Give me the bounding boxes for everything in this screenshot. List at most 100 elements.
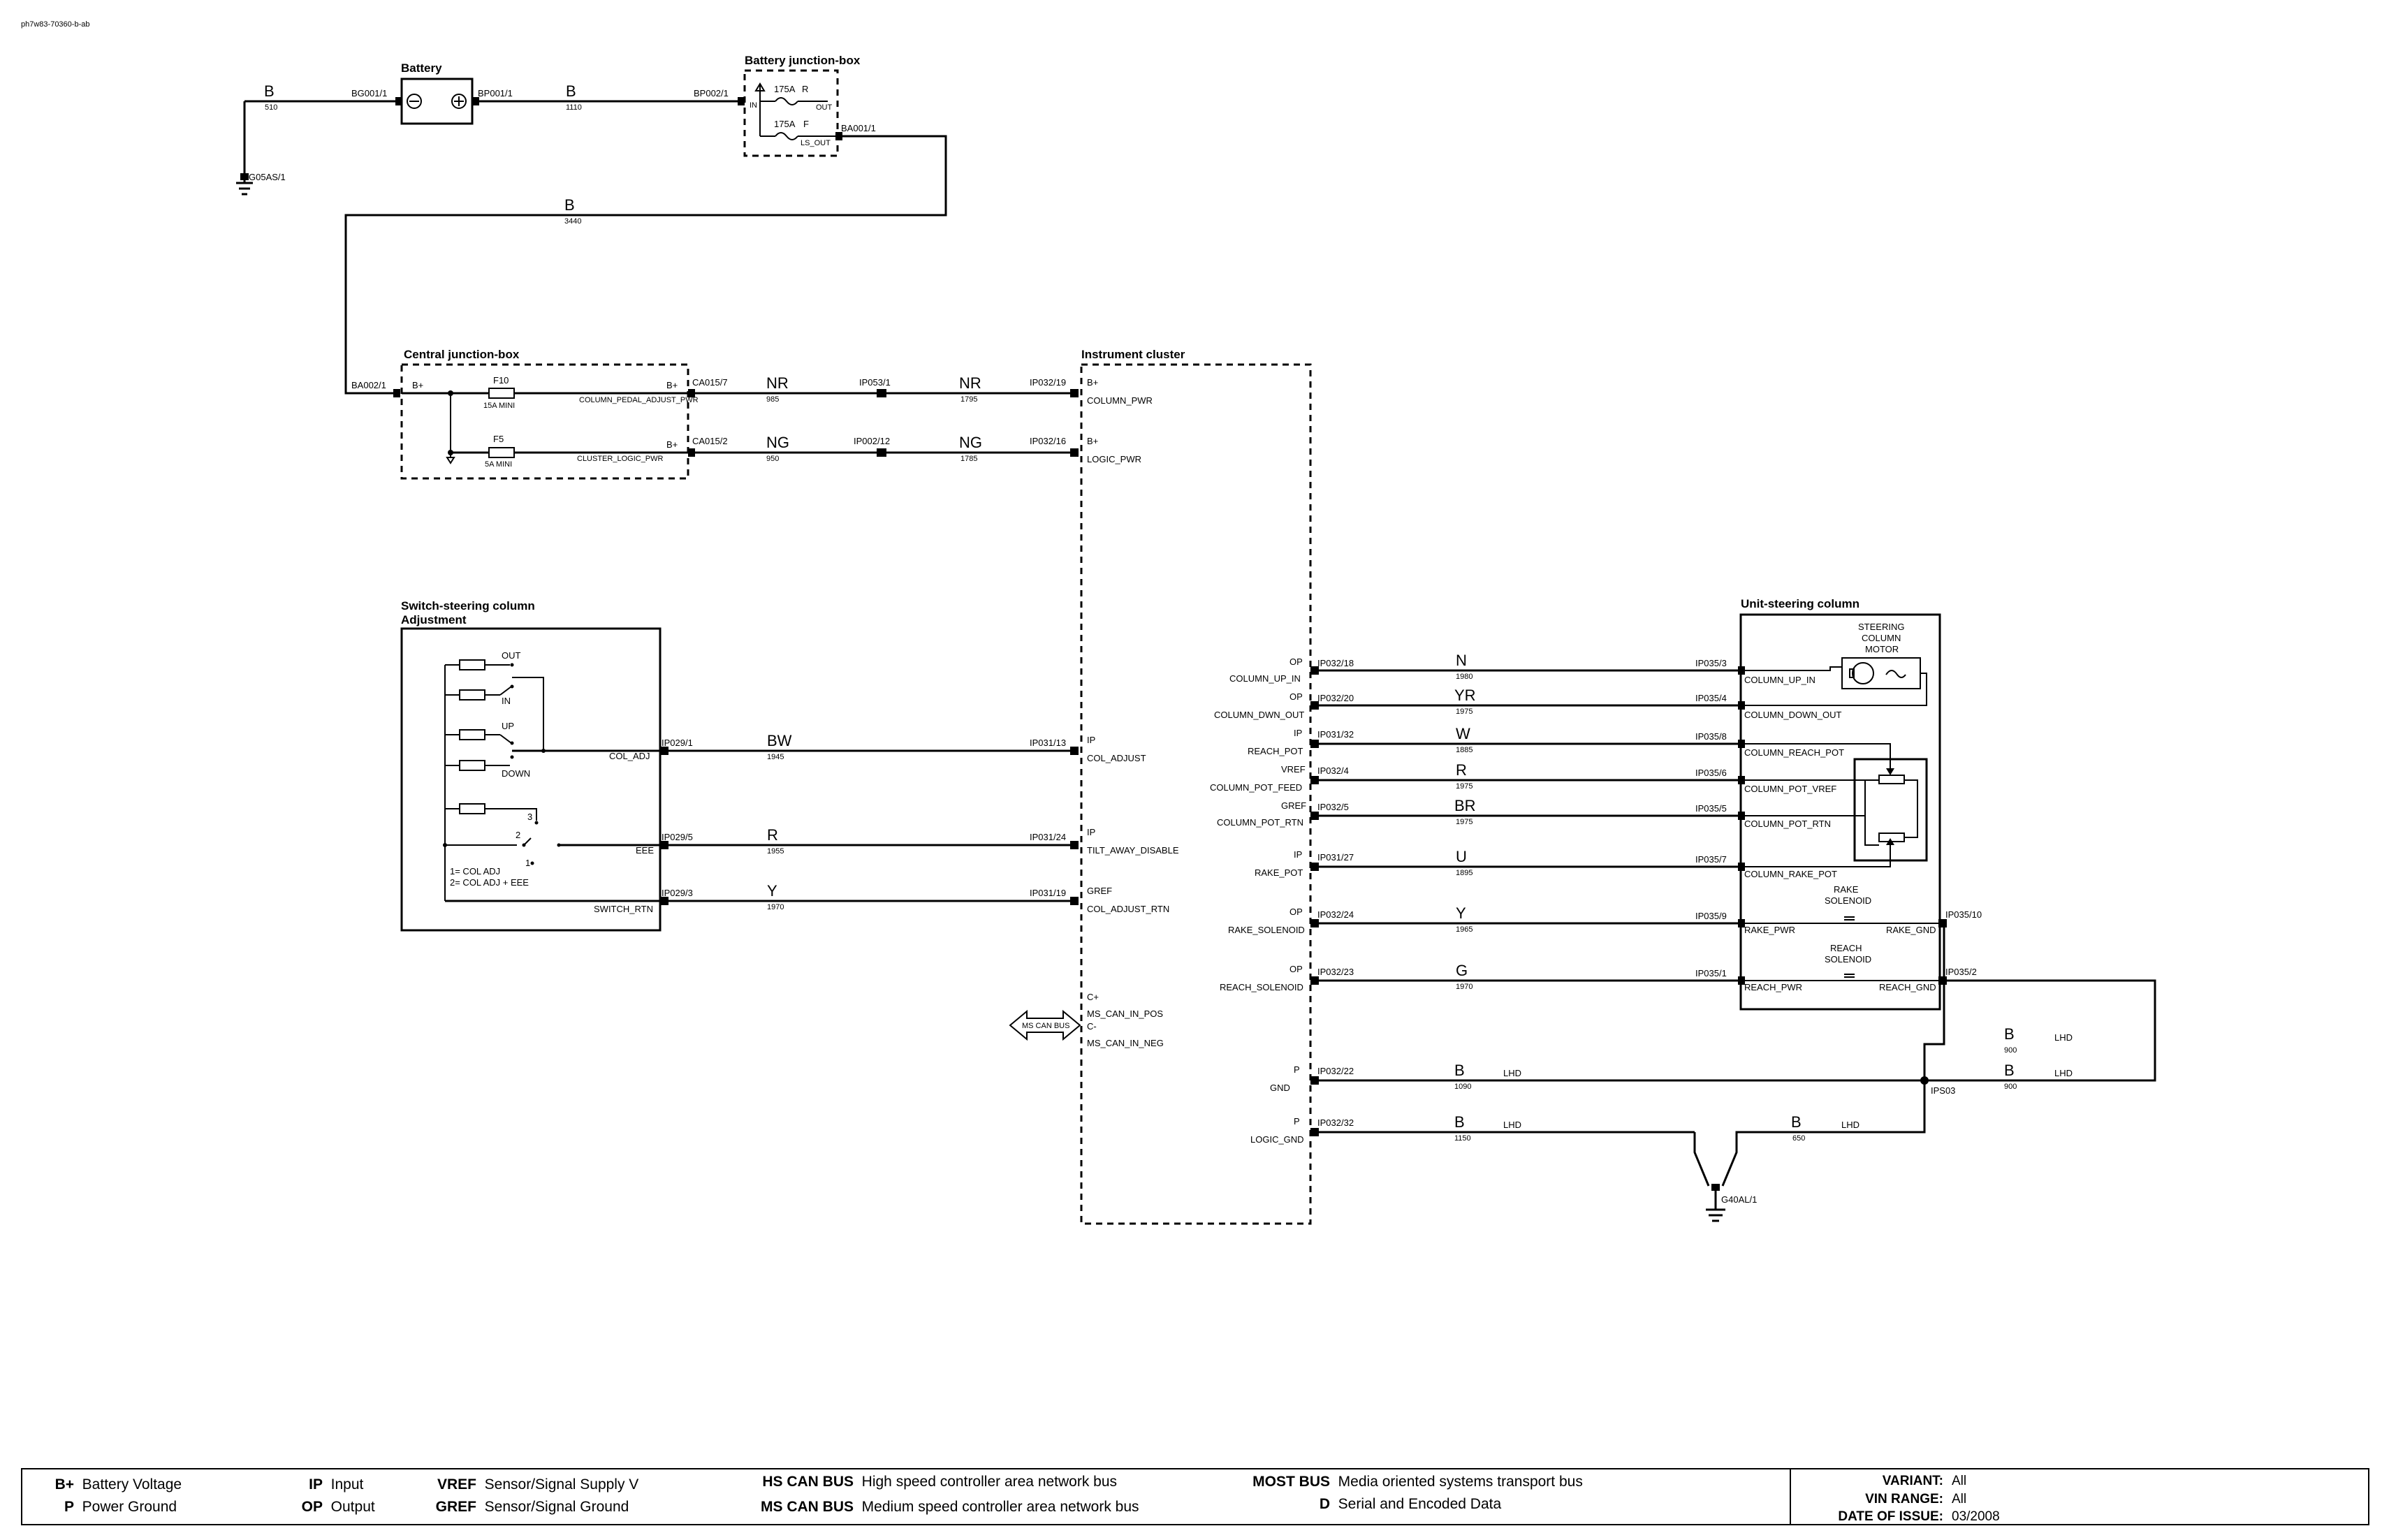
wire-color: U <box>1456 848 1467 865</box>
connector-label: IP035/7 <box>1695 854 1727 865</box>
wire-color: R <box>1456 761 1467 779</box>
connector-label: BA001/1 <box>841 123 876 133</box>
svg-text:LHD: LHD <box>1503 1120 1521 1130</box>
svg-text:LHD: LHD <box>2054 1032 2073 1043</box>
wire-color: B <box>1791 1113 1802 1131</box>
svg-text:GREF: GREF <box>1087 886 1112 896</box>
svg-text:LOGIC_GND: LOGIC_GND <box>1250 1134 1304 1145</box>
connector-label: IP035/10 <box>1945 909 1982 920</box>
wire-number: 510 <box>265 103 277 112</box>
svg-text:COLUMN_DOWN_OUT: COLUMN_DOWN_OUT <box>1744 710 1841 720</box>
ms-can-bus-arrow <box>1009 1009 1081 1041</box>
svg-text:RAKE_PWR: RAKE_PWR <box>1744 925 1795 935</box>
connector-label: BA002/1 <box>351 380 386 390</box>
legend-item: VREF Sensor/Signal Supply V <box>437 1476 639 1493</box>
wire-color: YR <box>1454 687 1476 704</box>
svg-text:OUT: OUT <box>816 103 833 112</box>
svg-text:P: P <box>1294 1064 1300 1075</box>
wire-number: 1785 <box>960 455 977 463</box>
wire-number: 950 <box>766 455 779 463</box>
connector-label: IP035/5 <box>1695 803 1727 814</box>
svg-text:F10: F10 <box>493 375 509 386</box>
svg-text:RAKE_POT: RAKE_POT <box>1255 867 1303 878</box>
wire-number: 1090 <box>1454 1083 1471 1091</box>
switch-wires: IP029/1 BW 1945 IP031/13 IP029/5 R 1955 … <box>662 732 1079 911</box>
svg-text:GREF: GREF <box>1281 800 1306 811</box>
svg-text:OP: OP <box>1289 657 1303 667</box>
connector-label: BP001/1 <box>478 88 513 98</box>
svg-text:IP: IP <box>1087 827 1095 837</box>
wire-number: 1975 <box>1456 782 1473 791</box>
svg-text:LHD: LHD <box>1841 1120 1859 1130</box>
legend-item: HS CAN BUS High speed controller area ne… <box>762 1474 1118 1490</box>
wire-color: B <box>2004 1025 2015 1043</box>
svg-text:LHD: LHD <box>2054 1068 2073 1078</box>
wire-color: B <box>2004 1062 2015 1079</box>
steering-column-switch: Switch-steering column Adjustment OUT IN… <box>400 599 668 932</box>
legend-item: P Power Ground <box>64 1499 177 1515</box>
svg-text:COLUMN_UP_IN: COLUMN_UP_IN <box>1229 673 1301 684</box>
connector-label: IP032/4 <box>1317 765 1349 776</box>
svg-text:F5: F5 <box>493 434 504 444</box>
svg-text:SOLENOID: SOLENOID <box>1825 895 1871 906</box>
connector-label: G40AL/1 <box>1721 1194 1757 1205</box>
svg-text:1= COL ADJ: 1= COL ADJ <box>450 866 500 877</box>
connector-label: IP035/6 <box>1695 768 1727 778</box>
wire-number: 1980 <box>1456 673 1473 681</box>
switch-title-line2: Adjustment <box>401 613 467 626</box>
wire-color: NR <box>766 374 789 392</box>
svg-text:C-: C- <box>1087 1021 1097 1032</box>
svg-text:2: 2 <box>516 830 520 840</box>
wire-number: 1795 <box>960 395 977 404</box>
wire-number: 3440 <box>564 217 581 226</box>
connector-label: IP035/3 <box>1695 658 1727 668</box>
battery-jb-title: Battery junction-box <box>745 54 861 67</box>
wire-number: 985 <box>766 395 779 404</box>
svg-text:B+: B+ <box>666 439 678 450</box>
unit-title: Unit-steering column <box>1741 597 1859 610</box>
svg-text:LS_OUT: LS_OUT <box>801 139 831 147</box>
svg-text:UP: UP <box>502 721 514 731</box>
connector-label: IP032/18 <box>1317 658 1354 668</box>
instrument-cluster-title: Instrument cluster <box>1081 348 1185 361</box>
wire-number: 1965 <box>1456 925 1473 934</box>
power-wires: NR 985 IP053/1 NR 1795 IP032/19 NG 950 I… <box>695 374 1079 463</box>
central-junction-box: Central junction-box BA002/1 B+ F10 15A … <box>351 348 728 480</box>
connector-label: CA015/7 <box>692 377 728 388</box>
svg-text:COLUMN_PEDAL_ADJUST_PWR: COLUMN_PEDAL_ADJUST_PWR <box>579 396 699 404</box>
wire-color: BW <box>767 732 792 749</box>
wire-color: R <box>767 826 778 844</box>
wire-number: 1895 <box>1456 869 1473 877</box>
svg-text:LHD: LHD <box>1503 1068 1521 1078</box>
legend-item: IP Input <box>309 1476 364 1493</box>
connector-label: IP029/1 <box>662 738 693 748</box>
svg-text:LOGIC_PWR: LOGIC_PWR <box>1087 454 1141 464</box>
legend-item: OP Output <box>301 1499 375 1515</box>
svg-text:COL_ADJ: COL_ADJ <box>609 751 650 761</box>
cluster-unit-wires: OP COLUMN_UP_IN IP032/18 N 1980 IP035/3 … <box>1210 652 2156 1222</box>
connector-label: IP035/4 <box>1695 693 1727 703</box>
connector-label: IP032/24 <box>1317 909 1354 920</box>
legend-divider <box>1790 1469 1791 1524</box>
connector-label: IP029/3 <box>662 888 693 898</box>
document-id: ph7w83-70360-b-ab <box>21 20 89 29</box>
wire-number: 1970 <box>1456 983 1473 991</box>
wire-color: B <box>264 82 275 100</box>
svg-text:OUT: OUT <box>502 650 521 661</box>
svg-text:15A MINI: 15A MINI <box>483 402 515 410</box>
wire-color: B <box>1454 1062 1465 1079</box>
wire-number: 1975 <box>1456 707 1473 716</box>
wire-color: BR <box>1454 797 1476 814</box>
svg-text:COLUMN_POT_VREF: COLUMN_POT_VREF <box>1744 784 1836 794</box>
svg-text:COLUMN_PWR: COLUMN_PWR <box>1087 395 1153 406</box>
svg-text:2= COL ADJ + EEE: 2= COL ADJ + EEE <box>450 877 529 888</box>
svg-text:REACH: REACH <box>1830 943 1862 953</box>
svg-text:COL_ADJUST_RTN: COL_ADJUST_RTN <box>1087 904 1169 914</box>
connector-label: IP031/13 <box>1030 738 1066 748</box>
svg-text:COLUMN_UP_IN: COLUMN_UP_IN <box>1744 675 1815 685</box>
svg-text:RAKE_SOLENOID: RAKE_SOLENOID <box>1228 925 1305 935</box>
wire-number: 1955 <box>767 847 784 856</box>
wire-color: G <box>1456 962 1468 979</box>
date-of-issue-field: DATE OF ISSUE:03/2008 <box>1838 1509 2000 1524</box>
